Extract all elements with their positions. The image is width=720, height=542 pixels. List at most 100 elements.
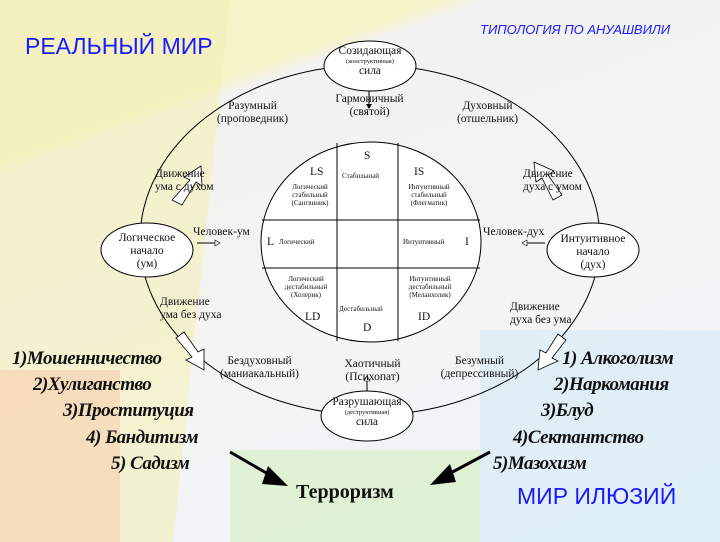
left-node-ellipse xyxy=(100,222,194,278)
inner-D-text: Дестабильный xyxy=(339,305,383,313)
left-node-line2: начало xyxy=(130,245,164,257)
movement-label: Движение xyxy=(160,296,210,308)
right-node-line3: (дух) xyxy=(580,259,606,271)
top-node-line3: сила xyxy=(358,65,382,77)
inner-S-text: Стабильный xyxy=(342,172,380,180)
left-list-item-2: 2)Хулиганство xyxy=(33,374,152,395)
right-node-label: Интуитивное начало (дух) xyxy=(553,233,633,272)
man-mind-label: Человек-ум xyxy=(193,226,250,238)
type-rational-name: Разумный xyxy=(228,100,277,112)
inner-D: D xyxy=(363,322,372,334)
inner-ID-line3: (Меланхолик) xyxy=(409,291,451,299)
left-list-item-5: 5) Садизм xyxy=(111,453,190,474)
right-node-line2: начало xyxy=(576,246,610,258)
bottom-node-label: Разрушающая (деструктивная) сила xyxy=(327,396,407,429)
left-list-item-4: 4) Бандитизм xyxy=(86,427,199,448)
type-spiritual-name: Духовный xyxy=(462,100,513,112)
type-spiritual-desc: (отшельник) xyxy=(456,113,519,125)
type-harmonic: Гармоничный(святой) xyxy=(322,93,417,119)
inner-LS-line2: стабильный xyxy=(292,191,328,199)
right-list-item-4: 4)Сектантство xyxy=(513,427,644,448)
type-harmonic-name: Гармоничный xyxy=(335,93,404,105)
bottom-node-line2: (деструктивная) xyxy=(344,409,390,416)
hollow-arrow-upper-left xyxy=(171,165,203,206)
illusion-world-title: МИР ИЛЮЗИЙ xyxy=(517,483,677,509)
real-world-title: РЕАЛЬНЫЙ МИР xyxy=(25,33,213,59)
type-insane-desc: (депрессивный) xyxy=(440,368,519,380)
type-insane: Безумный(депрессивный) xyxy=(432,355,527,381)
bottom-node-line1: Разрушающая xyxy=(332,396,402,408)
inner-LS-line3: (Сангвиник) xyxy=(291,199,329,207)
inner-LD-line3: (Холерик) xyxy=(291,291,321,299)
type-rational-desc: (проповедник) xyxy=(216,113,289,125)
bg-blue-corner xyxy=(480,330,720,542)
terrorism-label: Терроризм xyxy=(296,481,394,503)
inner-I-text: Интуитивный xyxy=(403,238,445,246)
right-list-item-2: 2)Наркомания xyxy=(554,374,669,395)
type-chaotic-name: Хаотичный xyxy=(344,358,401,370)
left-node-label: Логическое начало (ум) xyxy=(107,232,187,271)
type-chaotic-desc: (Психопат) xyxy=(345,371,400,383)
left-list-item-3: 3)Проституция xyxy=(63,400,194,421)
right-list-item-3: 3)Блуд xyxy=(541,400,594,421)
bg-green-band xyxy=(230,450,480,542)
man-spirit-label: Человек-дух xyxy=(483,226,545,238)
inner-LD-line2: дестабильный xyxy=(284,283,328,291)
left-list-item-1: 1)Мошенничество xyxy=(12,348,162,369)
type-insane-name: Безумный xyxy=(454,355,505,367)
hollow-arrow-lower-right xyxy=(537,333,567,371)
inner-circle xyxy=(260,141,482,343)
movement-desc: ума с духом xyxy=(155,181,214,193)
hollow-arrow-lower-left xyxy=(175,331,205,371)
type-soulless: Бездуховный(маниакальный) xyxy=(212,355,307,381)
top-node-label: Созидающая (конструктивная) сила xyxy=(330,45,410,78)
bg-orange-corner xyxy=(0,370,120,542)
hollow-arrow-upper-right xyxy=(533,161,563,201)
right-node-ellipse xyxy=(546,222,640,278)
inner-ID: ID xyxy=(418,311,431,323)
inner-IS-line2: стабильный xyxy=(411,191,447,199)
right-node-line1: Интуитивное xyxy=(560,233,626,245)
inner-ID-line2: дестабильный xyxy=(408,283,452,291)
type-spiritual: Духовный(отшельник) xyxy=(440,100,535,126)
typology-title: ТИПОЛОГИЯ ПО АНУАШВИЛИ xyxy=(480,22,671,37)
top-node-line2: (конструктивная) xyxy=(346,58,394,65)
inner-I: I xyxy=(465,236,469,248)
movement-desc: ума без духа xyxy=(160,309,222,321)
inner-LS: LS xyxy=(310,166,324,178)
inner-S: S xyxy=(364,150,371,162)
right-list-item-1: 1) Алкоголизм xyxy=(562,348,674,369)
inner-IS: IS xyxy=(414,166,425,178)
inner-ID-line1: Интуитивный xyxy=(409,275,451,283)
inner-LD-line1: Логический xyxy=(288,275,324,283)
inner-IS-line3: (Флегматик) xyxy=(410,199,448,207)
type-chaotic: Хаотичный(Психопат) xyxy=(325,358,420,384)
inner-IS-line1: Интуитивный xyxy=(408,183,450,191)
inner-LS-line1: Логический xyxy=(292,183,328,191)
type-harmonic-desc: (святой) xyxy=(349,106,390,118)
inner-L-text: Логический xyxy=(279,238,315,246)
movement-desc: духа с умом xyxy=(523,181,582,193)
type-soulless-desc: (маниакальный) xyxy=(219,368,299,380)
movement-desc: духа без ума xyxy=(510,314,572,326)
movement-label: Движение xyxy=(510,301,560,313)
top-node-ellipse xyxy=(323,40,417,92)
movement-label: Движение xyxy=(523,168,573,180)
type-soulless-name: Бездуховный xyxy=(227,355,292,367)
movement-label: Движение xyxy=(155,168,205,180)
top-node-line1: Созидающая xyxy=(338,45,402,57)
bottom-node-line3: сила xyxy=(355,416,379,428)
left-node-line3: (ум) xyxy=(136,258,158,270)
inner-LD: LD xyxy=(305,311,321,323)
right-list-item-5: 5)Мазохизм xyxy=(493,453,587,474)
left-node-line1: Логическое xyxy=(118,232,176,244)
